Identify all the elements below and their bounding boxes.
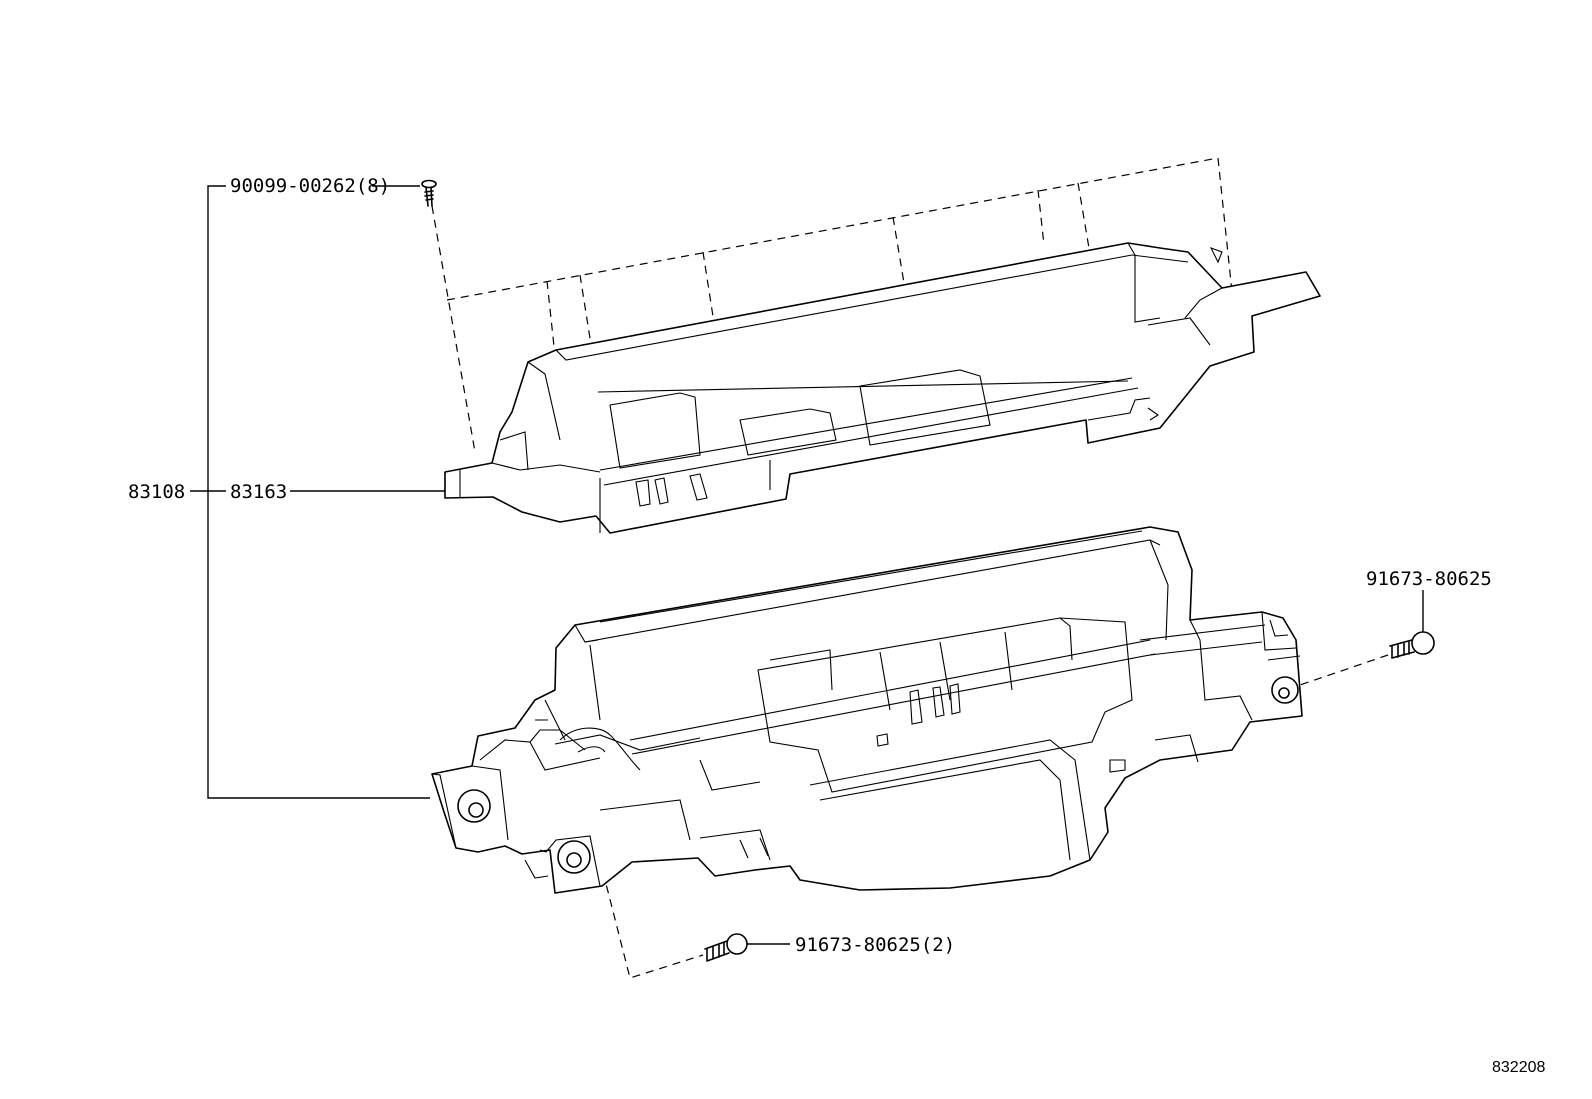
diagram-id: 832208 bbox=[1492, 1059, 1545, 1076]
label-screw-bottom: 91673-80625(2) bbox=[795, 934, 955, 956]
label-screw-right: 91673-80625 bbox=[1366, 568, 1492, 590]
cover-screw-icon bbox=[421, 179, 437, 207]
meter-assembly-body bbox=[431, 526, 1303, 894]
leader-lines bbox=[190, 185, 1424, 945]
meter-case-cover bbox=[444, 242, 1321, 534]
label-meter-case: 83163 bbox=[230, 481, 287, 503]
label-cover-screw: 90099-00262(8) bbox=[230, 175, 390, 197]
label-assembly: 83108 bbox=[128, 481, 185, 503]
bottom-screw-icon bbox=[704, 933, 748, 962]
right-screw-icon bbox=[1389, 631, 1435, 659]
